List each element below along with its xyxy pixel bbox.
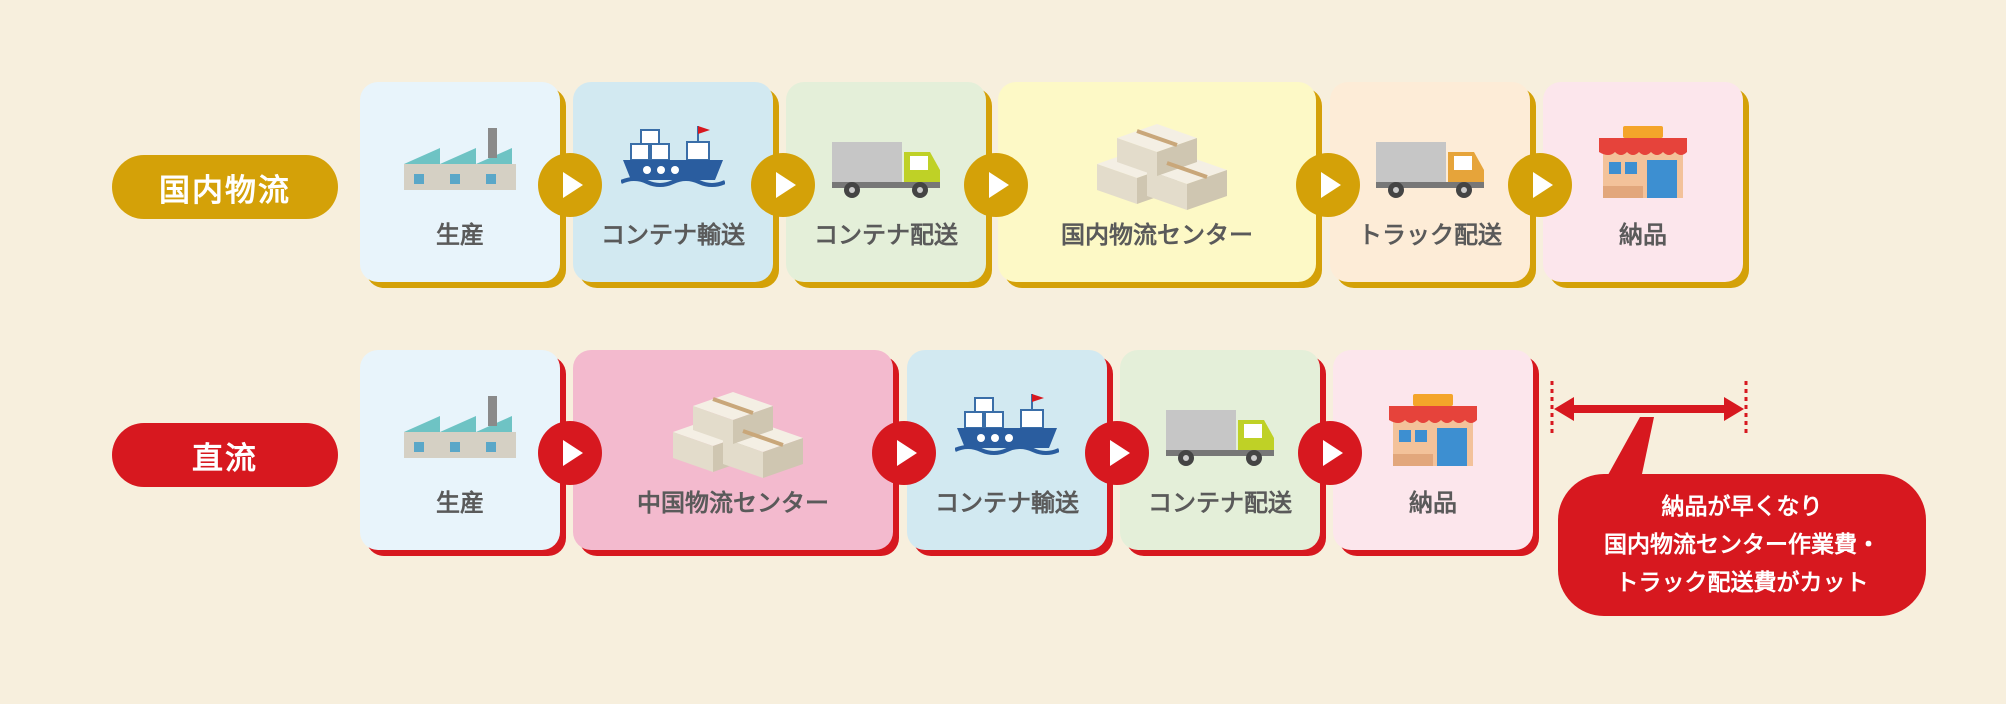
flow-arrow bbox=[751, 153, 815, 217]
factory-icon bbox=[404, 128, 516, 190]
direct-step-delivery: 納品 bbox=[1333, 350, 1533, 550]
truck-icon bbox=[1166, 410, 1274, 466]
step-label: 生産 bbox=[436, 221, 484, 249]
direct-step-container-shipping: コンテナ輸送 bbox=[907, 350, 1107, 550]
domestic-step-production: 生産 bbox=[360, 82, 560, 282]
callout-line: 国内物流センター作業費・ bbox=[1604, 532, 1880, 558]
flow-arrow bbox=[538, 421, 602, 485]
step-label: 納品 bbox=[1619, 221, 1667, 249]
boxes-icon bbox=[673, 392, 803, 478]
direct-step-china-center: 中国物流センター bbox=[573, 350, 893, 550]
flow-arrow bbox=[1296, 153, 1360, 217]
direct-step-production: 生産 bbox=[360, 350, 560, 550]
flow-arrow bbox=[1508, 153, 1572, 217]
domestic-step-delivery: 納品 bbox=[1543, 82, 1743, 282]
step-label: 生産 bbox=[436, 489, 484, 517]
step-label: 中国物流センター bbox=[637, 489, 829, 517]
shop-icon bbox=[1599, 126, 1687, 198]
ship-icon bbox=[955, 394, 1059, 455]
callout-line: トラック配送費がカット bbox=[1615, 570, 1869, 596]
step-label: コンテナ輸送 bbox=[601, 221, 745, 249]
direct-row-label: 直流 bbox=[112, 423, 338, 487]
step-label: トラック配送 bbox=[1358, 221, 1502, 249]
truck-icon bbox=[1376, 142, 1484, 198]
callout-line: 納品が早くなり bbox=[1661, 494, 1823, 520]
boxes-icon bbox=[1097, 124, 1227, 210]
domestic-row-label: 国内物流 bbox=[112, 155, 338, 219]
domestic-step-container-shipping: コンテナ輸送 bbox=[573, 82, 773, 282]
step-label: コンテナ配送 bbox=[814, 221, 958, 249]
domestic-step-container-delivery: コンテナ配送 bbox=[786, 82, 986, 282]
cost-cut-callout: 納品が早くなり 国内物流センター作業費・ トラック配送費がカット bbox=[1558, 474, 1926, 616]
shop-icon bbox=[1389, 394, 1477, 466]
flow-arrow bbox=[1298, 421, 1362, 485]
step-label: コンテナ輸送 bbox=[935, 489, 1079, 517]
flow-arrow bbox=[538, 153, 602, 217]
factory-icon bbox=[404, 396, 516, 458]
flow-arrow bbox=[1085, 421, 1149, 485]
flow-arrow bbox=[872, 421, 936, 485]
domestic-step-truck-delivery: トラック配送 bbox=[1330, 82, 1530, 282]
step-label: 納品 bbox=[1409, 489, 1457, 517]
truck-icon bbox=[832, 142, 940, 198]
direct-step-container-delivery: コンテナ配送 bbox=[1120, 350, 1320, 550]
ship-icon bbox=[621, 126, 725, 187]
domestic-step-domestic-center: 国内物流センター bbox=[998, 82, 1316, 282]
flow-arrow bbox=[964, 153, 1028, 217]
step-label: コンテナ配送 bbox=[1148, 489, 1292, 517]
step-label: 国内物流センター bbox=[1061, 221, 1253, 249]
